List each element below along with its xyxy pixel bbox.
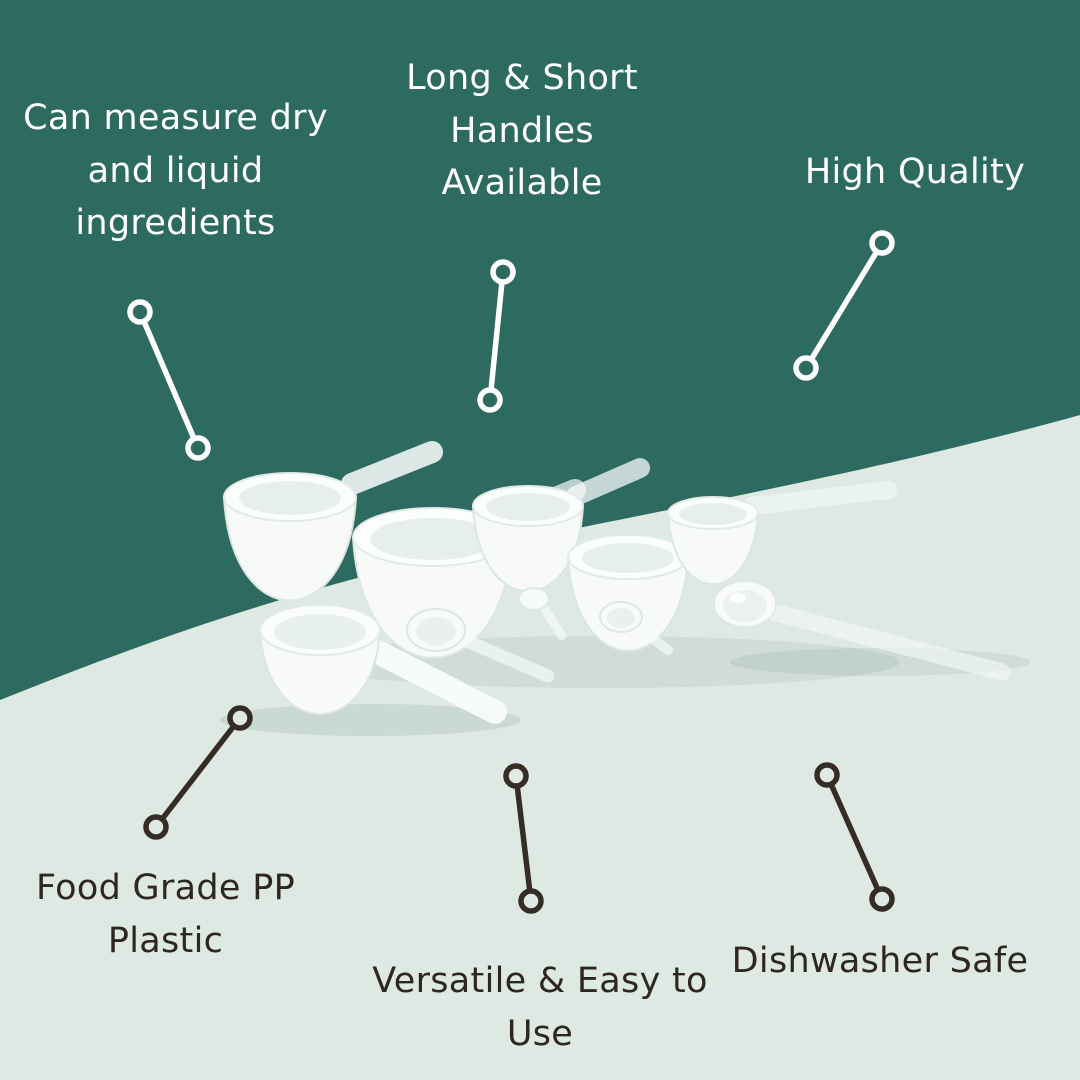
callout-line: Available xyxy=(441,163,603,203)
callout-measure: Can measure dry and liquid ingredients xyxy=(8,92,343,250)
callout-line: ingredients xyxy=(75,203,276,243)
callout-line: Plastic xyxy=(107,920,224,961)
light-wave-shape xyxy=(0,415,1080,1080)
small-spoon-3 xyxy=(599,601,673,655)
callout-dishwasher: Dishwasher Safe xyxy=(695,935,1065,988)
callout-line: Long & Short xyxy=(406,58,638,98)
connector-quality xyxy=(793,230,895,381)
connector-material xyxy=(143,705,253,840)
callout-material: Food Grade PP Plastic xyxy=(8,862,323,967)
callout-line: High Quality xyxy=(804,152,1026,192)
long-handle-spoon xyxy=(713,580,1011,681)
callout-handles: Long & Short Handles Available xyxy=(372,52,672,210)
connector-dishwasher xyxy=(814,762,895,912)
callout-quality: High Quality xyxy=(780,146,1050,199)
callout-line: and liquid xyxy=(87,150,264,191)
measuring-cup-1 xyxy=(222,472,358,602)
callout-line: Versatile & Easy to xyxy=(372,961,708,1001)
measuring-cup-2 xyxy=(351,507,515,659)
small-spoon-1 xyxy=(406,608,555,683)
callout-line: Can measure dry xyxy=(23,98,328,138)
connector-versatile xyxy=(503,763,544,914)
measuring-cup-3 xyxy=(471,485,585,593)
connector-measure xyxy=(127,299,211,461)
callout-versatile: Versatile & Easy to Use xyxy=(330,955,750,1060)
small-spoon-2 xyxy=(518,587,567,641)
callout-line: Use xyxy=(506,1013,574,1054)
connector-handles xyxy=(477,259,516,413)
callout-line: Food Grade PP xyxy=(36,868,295,908)
callout-line: Dishwasher Safe xyxy=(731,941,1029,981)
measuring-cup-5 xyxy=(666,496,760,586)
callout-line: Handles xyxy=(450,110,594,151)
front-scoop xyxy=(258,604,507,724)
